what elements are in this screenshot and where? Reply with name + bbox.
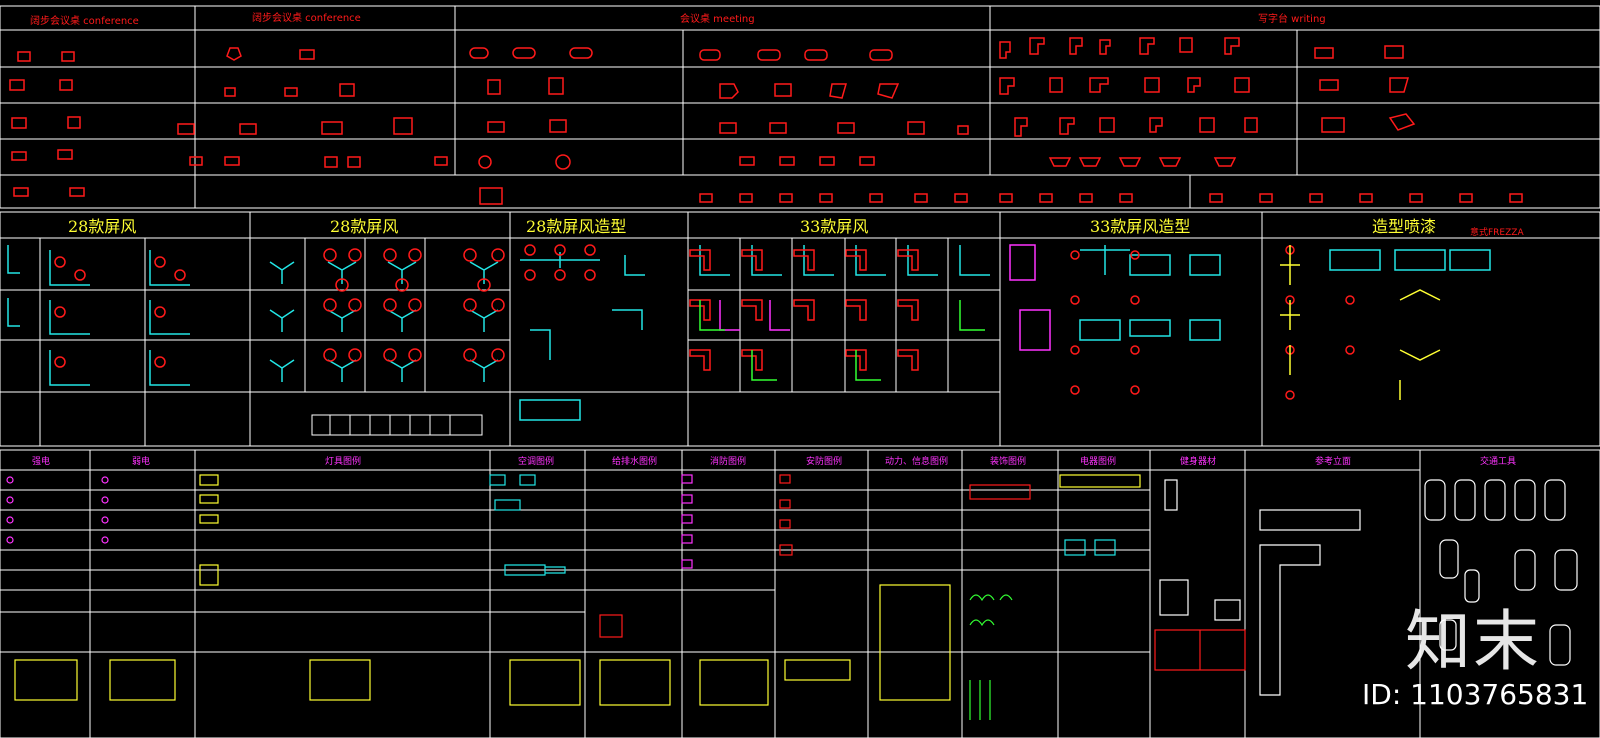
legend-header-security: 安防图例 [806,455,842,467]
top-title-meeting: 会议桌 meeting [680,12,755,25]
workstation-symbols [7,244,1491,436]
watermark-logo: 知末 [1405,603,1541,680]
legend-header-elevation: 参考立面 [1315,455,1351,467]
section-title-33-screen-shape: 33款屏风造型 [1090,217,1190,236]
watermark-id: ID: 1103765831 [1362,678,1589,711]
top-title-conference-b: 阔步会议桌 conference [252,11,361,24]
legend-header-decoration: 装饰图例 [990,455,1026,467]
legend-header-strong-current: 强电 [32,455,50,467]
legend-header-vehicles: 交通工具 [1480,455,1516,467]
frezza-label: 意式FREZZA [1470,226,1524,238]
legend-header-power-info: 动力、信息图例 [885,455,948,467]
legend-headers: 强电 弱电 灯具图例 空调图例 给排水图例 消防图例 安防图例 动力、信息图例 … [32,455,1516,467]
top-title-conference-a: 阔步会议桌 conference [30,14,139,27]
top-table-grid [0,5,1600,209]
section-title-spray-paint: 造型喷漆 [1372,217,1436,236]
legend-symbols [6,474,1578,720]
screen-section-grid [0,211,1600,447]
desk-symbols [9,37,1523,205]
section-title-33-screen: 33款屏风 [800,217,868,236]
legend-header-appliances: 电器图例 [1080,455,1116,467]
legend-grid [0,449,1600,738]
legend-header-fire: 消防图例 [710,455,746,467]
section-title-28-screen-2: 28款屏风 [330,217,398,236]
top-title-writing: 写字台 writing [1258,12,1326,25]
section-title-28-screen: 28款屏风 [68,217,136,236]
section-title-28-screen-shape: 28款屏风造型 [526,217,626,236]
legend-header-fitness: 健身器材 [1180,455,1216,467]
legend-header-plumbing: 给排水图例 [612,455,657,467]
legend-header-hvac: 空调图例 [518,455,554,467]
legend-header-lighting: 灯具图例 [325,455,361,467]
legend-header-weak-current: 弱电 [132,455,150,467]
